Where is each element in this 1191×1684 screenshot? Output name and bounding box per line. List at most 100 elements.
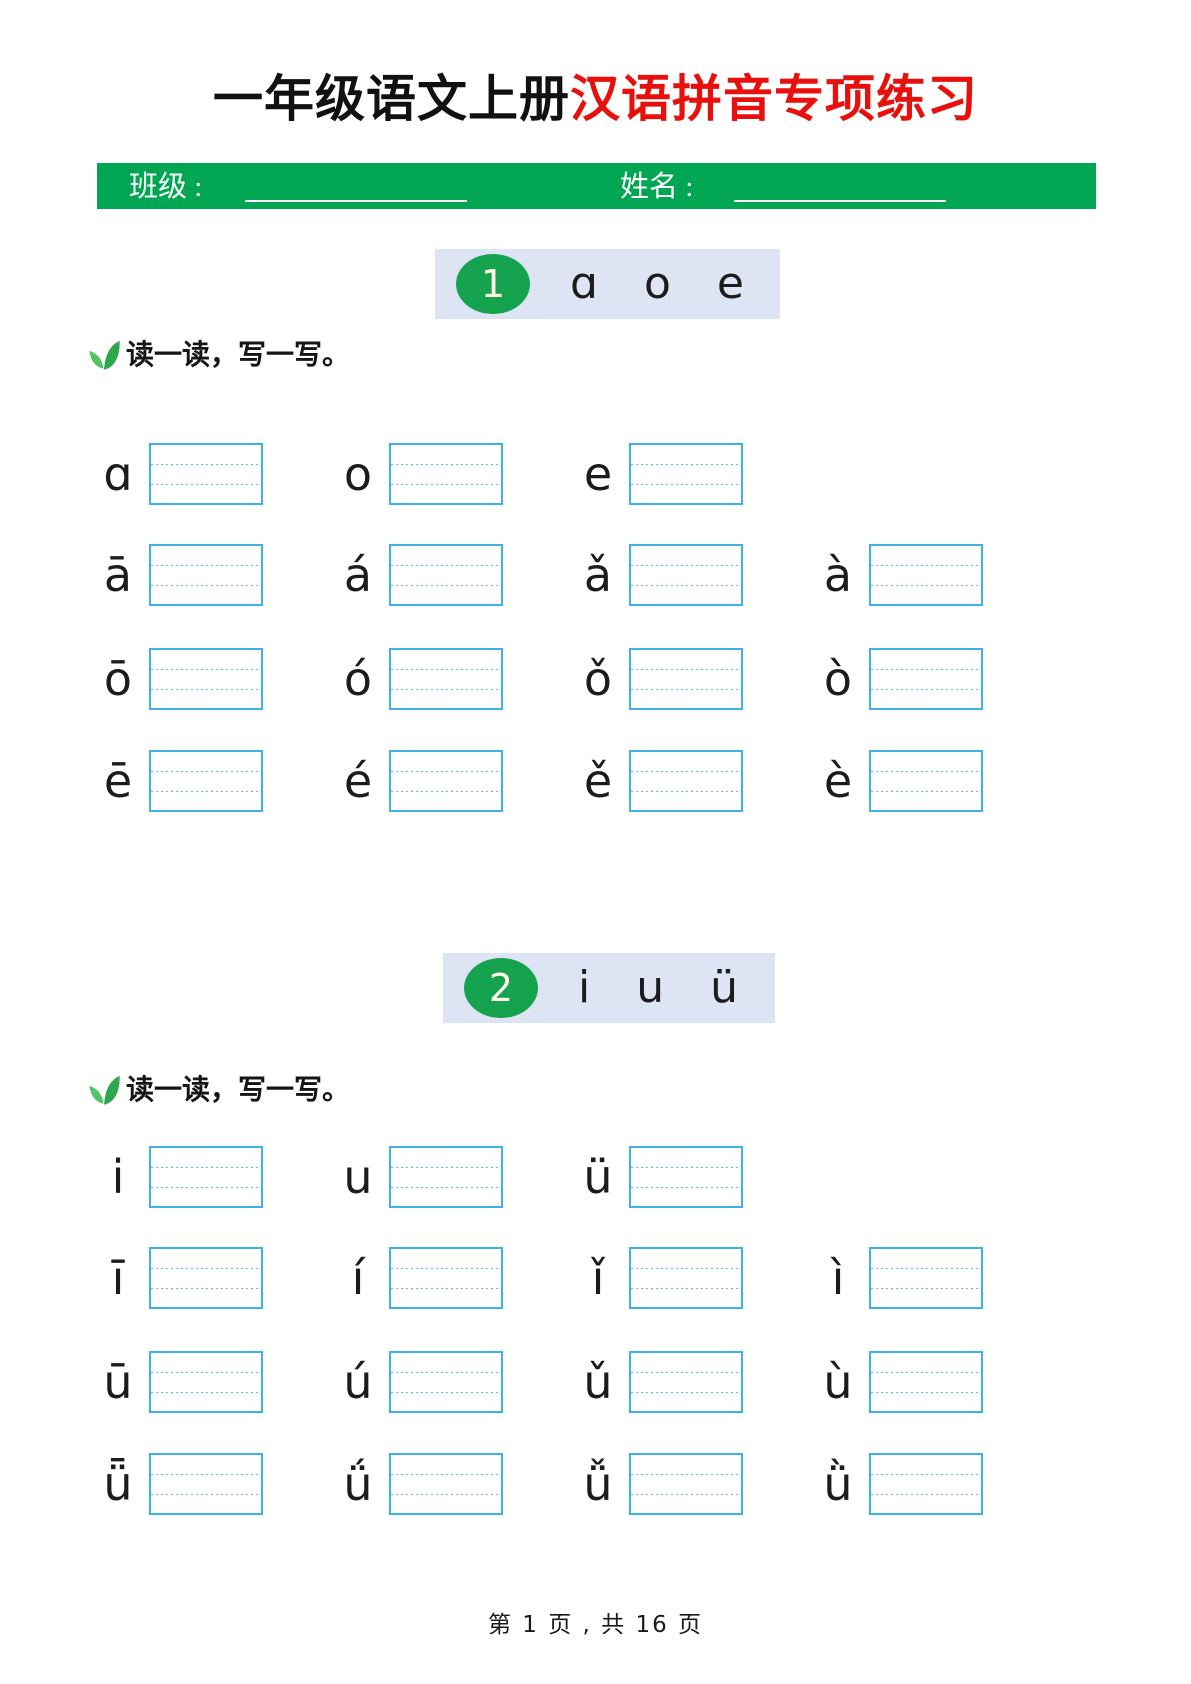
badge-letter: i bbox=[578, 962, 591, 1013]
section-2-prompt: 读一读，写一写。 bbox=[86, 1067, 350, 1109]
pinyin-cell: í bbox=[332, 1246, 503, 1310]
pinyin-letter: ǖ bbox=[103, 1457, 133, 1511]
pinyin-letter: ò bbox=[823, 652, 853, 706]
pinyin-letter: ā bbox=[103, 548, 133, 602]
title-black-part: 一年级语文上册 bbox=[213, 71, 570, 127]
writing-box[interactable] bbox=[149, 1351, 263, 1413]
pinyin-letter: è bbox=[823, 754, 853, 808]
pinyin-letter: ū bbox=[103, 1355, 133, 1409]
pinyin-letter: u bbox=[343, 1150, 373, 1204]
writing-box[interactable] bbox=[149, 648, 263, 710]
pinyin-cell: ě bbox=[572, 749, 743, 813]
pinyin-letter: ù bbox=[823, 1355, 853, 1409]
pinyin-letter: ǐ bbox=[591, 1251, 605, 1305]
writing-box[interactable] bbox=[869, 1351, 983, 1413]
prompt-text: 读一读，写一写。 bbox=[126, 1074, 351, 1105]
title-red-part: 汉语拼音专项练习 bbox=[570, 71, 978, 127]
name-label: 姓名 : bbox=[620, 171, 694, 203]
pinyin-letter: ī bbox=[111, 1251, 125, 1305]
pinyin-letter: í bbox=[351, 1251, 365, 1305]
writing-box[interactable] bbox=[629, 1351, 743, 1413]
writing-box[interactable] bbox=[389, 544, 503, 606]
pinyin-cell: o bbox=[332, 442, 503, 506]
class-name-banner: 班级 : 姓名 : bbox=[97, 163, 1096, 209]
badge-letter: ü bbox=[710, 962, 739, 1013]
pinyin-cell: ē bbox=[92, 749, 263, 813]
section-1-header: 1 ɑ o e bbox=[435, 249, 780, 319]
writing-box[interactable] bbox=[629, 1453, 743, 1515]
writing-box[interactable] bbox=[389, 1146, 503, 1208]
class-label: 班级 : bbox=[129, 171, 203, 203]
writing-box[interactable] bbox=[389, 1351, 503, 1413]
writing-box[interactable] bbox=[869, 648, 983, 710]
pinyin-cell: ǜ bbox=[812, 1452, 983, 1516]
writing-box[interactable] bbox=[389, 443, 503, 505]
writing-box[interactable] bbox=[869, 750, 983, 812]
writing-box[interactable] bbox=[389, 1453, 503, 1515]
pinyin-letter: ǚ bbox=[583, 1457, 613, 1511]
page-title: 一年级语文上册汉语拼音专项练习 bbox=[0, 72, 1191, 127]
writing-box[interactable] bbox=[869, 544, 983, 606]
writing-box[interactable] bbox=[149, 750, 263, 812]
section-1-number-badge: 1 bbox=[456, 254, 530, 314]
pinyin-letter: ē bbox=[103, 754, 133, 808]
name-blank-line[interactable] bbox=[734, 200, 946, 202]
pinyin-cell: ò bbox=[812, 647, 983, 711]
pinyin-letter: á bbox=[343, 548, 373, 602]
pinyin-cell: è bbox=[812, 749, 983, 813]
pinyin-cell: ǐ bbox=[572, 1246, 743, 1310]
pinyin-letter: ì bbox=[831, 1251, 845, 1305]
writing-box[interactable] bbox=[149, 544, 263, 606]
pinyin-cell: ǒ bbox=[572, 647, 743, 711]
pinyin-letter: ó bbox=[343, 652, 373, 706]
writing-box[interactable] bbox=[869, 1453, 983, 1515]
writing-box[interactable] bbox=[149, 1453, 263, 1515]
pinyin-cell: é bbox=[332, 749, 503, 813]
pinyin-letter: ú bbox=[343, 1355, 373, 1409]
section-2-header: 2 i u ü bbox=[443, 953, 775, 1023]
writing-box[interactable] bbox=[389, 648, 503, 710]
pinyin-letter: i bbox=[111, 1150, 125, 1204]
pinyin-letter: ɑ bbox=[103, 447, 133, 501]
badge-letter: o bbox=[643, 258, 671, 309]
writing-box[interactable] bbox=[149, 443, 263, 505]
writing-box[interactable] bbox=[149, 1146, 263, 1208]
class-blank-line[interactable] bbox=[245, 200, 467, 202]
pinyin-grid-section-2: i u ü ī í ǐ ì ū ú ǔ ù ǖ ǘ ǚ ǜ bbox=[0, 1145, 1191, 1517]
pinyin-cell: ǖ bbox=[92, 1452, 263, 1516]
pinyin-letter: à bbox=[823, 548, 853, 602]
writing-box[interactable] bbox=[629, 1146, 743, 1208]
pinyin-cell: u bbox=[332, 1145, 503, 1209]
writing-box[interactable] bbox=[149, 1247, 263, 1309]
pinyin-cell: e bbox=[572, 442, 743, 506]
writing-box[interactable] bbox=[629, 750, 743, 812]
writing-box[interactable] bbox=[629, 648, 743, 710]
pinyin-cell: á bbox=[332, 543, 503, 607]
pinyin-cell: ó bbox=[332, 647, 503, 711]
pinyin-cell: ì bbox=[812, 1246, 983, 1310]
section-1-prompt: 读一读，写一写。 bbox=[86, 332, 350, 374]
writing-box[interactable] bbox=[389, 750, 503, 812]
pinyin-cell: ù bbox=[812, 1350, 983, 1414]
writing-box[interactable] bbox=[629, 1247, 743, 1309]
pinyin-cell: ɑ bbox=[92, 442, 263, 506]
pinyin-letter: ǎ bbox=[583, 548, 613, 602]
leaf-icon bbox=[89, 1075, 120, 1105]
writing-box[interactable] bbox=[629, 443, 743, 505]
pinyin-letter: ō bbox=[103, 652, 133, 706]
section-2-letters: i u ü bbox=[578, 953, 738, 1023]
prompt-text: 读一读，写一写。 bbox=[126, 339, 351, 370]
writing-box[interactable] bbox=[869, 1247, 983, 1309]
pinyin-cell: ú bbox=[332, 1350, 503, 1414]
pinyin-letter: ǒ bbox=[583, 652, 613, 706]
badge-letter: ɑ bbox=[570, 258, 598, 309]
pinyin-letter: ǔ bbox=[583, 1355, 613, 1409]
pinyin-cell: ō bbox=[92, 647, 263, 711]
badge-letter: u bbox=[636, 962, 665, 1013]
pinyin-letter: ǘ bbox=[343, 1457, 373, 1511]
writing-box[interactable] bbox=[389, 1247, 503, 1309]
writing-box[interactable] bbox=[629, 544, 743, 606]
pinyin-cell: ā bbox=[92, 543, 263, 607]
pinyin-cell: ǎ bbox=[572, 543, 743, 607]
